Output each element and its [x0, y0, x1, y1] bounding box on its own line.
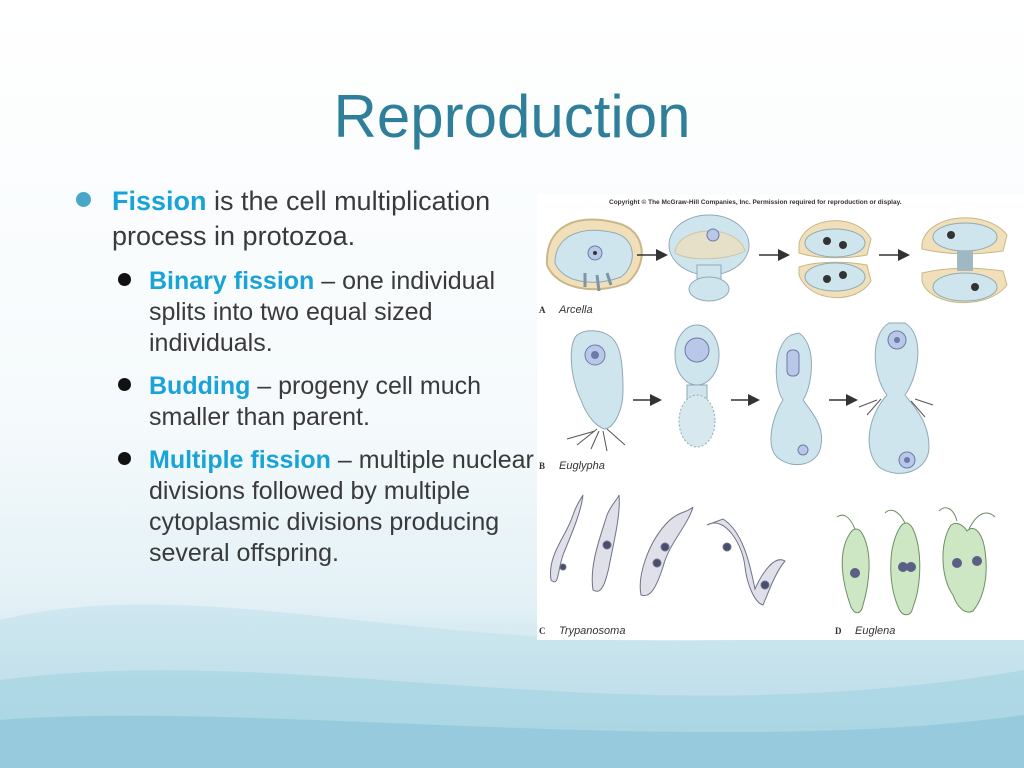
panel-a-letter: A	[539, 305, 546, 315]
protozoa-reproduction-figure: Copyright © The McGraw-Hill Companies, I…	[537, 195, 1024, 640]
sub-bullet-budding: Budding – progeny cell much smaller than…	[74, 371, 534, 433]
bullet-dot-icon	[118, 273, 131, 286]
bullet-dot-icon	[76, 192, 91, 207]
copyright-notice: Copyright © The McGraw-Hill Companies, I…	[609, 198, 902, 206]
panel-c-label: Trypanosoma	[559, 625, 625, 637]
arcella-illustration	[545, 214, 1008, 304]
panel-d-letter: D	[835, 626, 842, 636]
bullet-dot-icon	[118, 378, 131, 391]
bullet-text: – one individual splits into two equal s…	[149, 267, 496, 357]
bullet-keyword: Multiple fission	[149, 446, 331, 474]
sub-bullet-multiple-fission: Multiple fission – multiple nuclear divi…	[74, 445, 534, 569]
sub-bullet-binary-fission: Binary fission – one individual splits i…	[74, 266, 534, 359]
main-bullet: Fission is the cell multiplication proce…	[74, 184, 534, 254]
euglena-illustration	[836, 507, 996, 616]
euglypha-illustration	[566, 322, 934, 474]
panel-b-label: Euglypha	[559, 460, 605, 472]
panel-d-label: Euglena	[855, 625, 895, 637]
panel-c-letter: C	[539, 626, 546, 636]
panel-a-label: Arcella	[558, 304, 593, 316]
panel-b-letter: B	[539, 461, 545, 471]
slide-title: Reproduction	[333, 83, 691, 150]
trypanosoma-illustration	[550, 494, 786, 606]
bullet-dot-icon	[118, 452, 131, 465]
bullet-keyword: Budding	[149, 372, 251, 400]
bullet-text: – multiple nuclear divisions followed by…	[149, 446, 534, 567]
bullet-text: is the cell multiplication process in pr…	[112, 186, 491, 251]
bullet-keyword: Fission	[112, 186, 207, 216]
bullet-keyword: Binary fission	[149, 267, 315, 295]
bullet-list: Fission is the cell multiplication proce…	[74, 184, 534, 569]
bullet-text: – progeny cell much smaller than parent.	[149, 372, 482, 431]
